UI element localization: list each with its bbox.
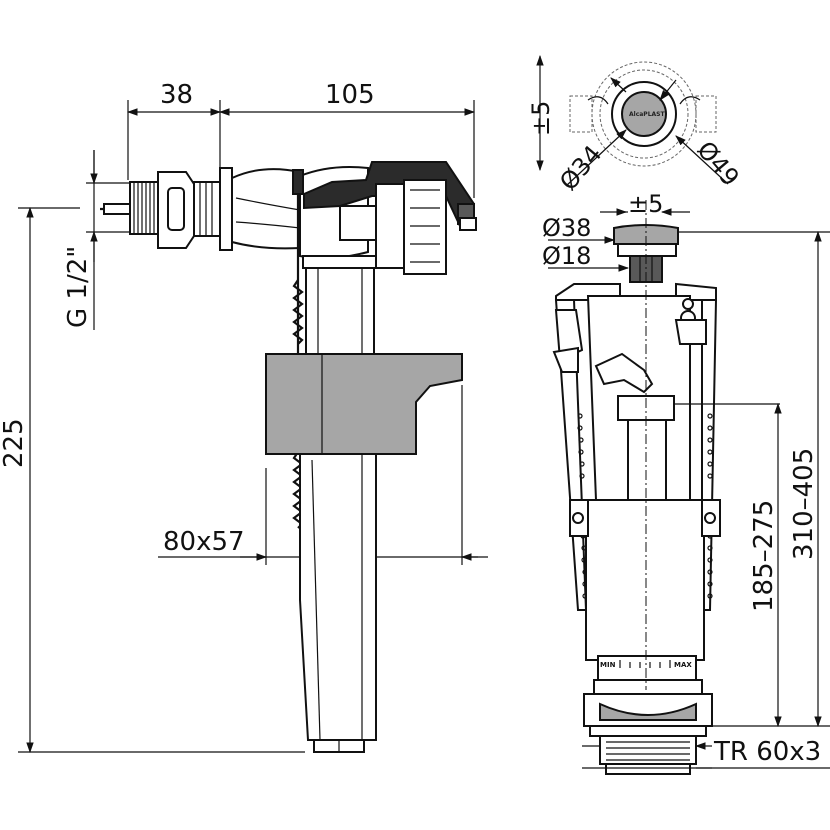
thread-lines [133, 182, 155, 234]
threaded-shank [129, 181, 159, 235]
flush-button [613, 224, 679, 245]
flush-valve-drawing: MIN MAX [548, 200, 830, 775]
valve-stem [627, 419, 667, 501]
dim-tr60x3-label: TR 60x3 [713, 737, 821, 767]
lower-column [299, 453, 377, 741]
dim-185-275-label: 185–275 [749, 500, 779, 612]
scale-min-label: MIN [600, 661, 616, 669]
bottom-thread [599, 735, 697, 765]
dim-top-adjust-label: ±5 [527, 101, 555, 136]
dim-105-label: 105 [325, 80, 375, 110]
thread-label: G 1/2" [63, 246, 93, 328]
dim-18-dia-label: Ø18 [542, 242, 591, 270]
dim-34-label: Ø34 [554, 140, 607, 196]
dim-225-label: 225 [0, 418, 29, 468]
dim-horizontal-adjust-label: ±5 [628, 190, 663, 218]
dim-310-405-label: 310–405 [789, 448, 819, 560]
dim-49-label: Ø49 [691, 136, 744, 192]
flange [219, 167, 233, 251]
valve-column [305, 267, 375, 356]
brand-logo: AlcaPLAST [629, 111, 665, 118]
adjustment-rod-head [292, 169, 304, 195]
lever-arm [594, 352, 654, 394]
dim-38-dia-label: Ø38 [542, 214, 591, 242]
top-view-drawing: AlcaPLAST [536, 54, 729, 187]
scale-max-label: MAX [674, 661, 692, 669]
dim-38-label: 38 [160, 80, 193, 110]
float [265, 353, 463, 455]
overflow-cylinder [585, 499, 705, 661]
dim-80x57-label: 80x57 [163, 527, 245, 557]
button-inner [621, 91, 667, 137]
threaded-rod [292, 279, 304, 345]
washer [193, 181, 221, 237]
valve-cap [403, 179, 447, 275]
fill-valve-drawing [18, 100, 488, 754]
